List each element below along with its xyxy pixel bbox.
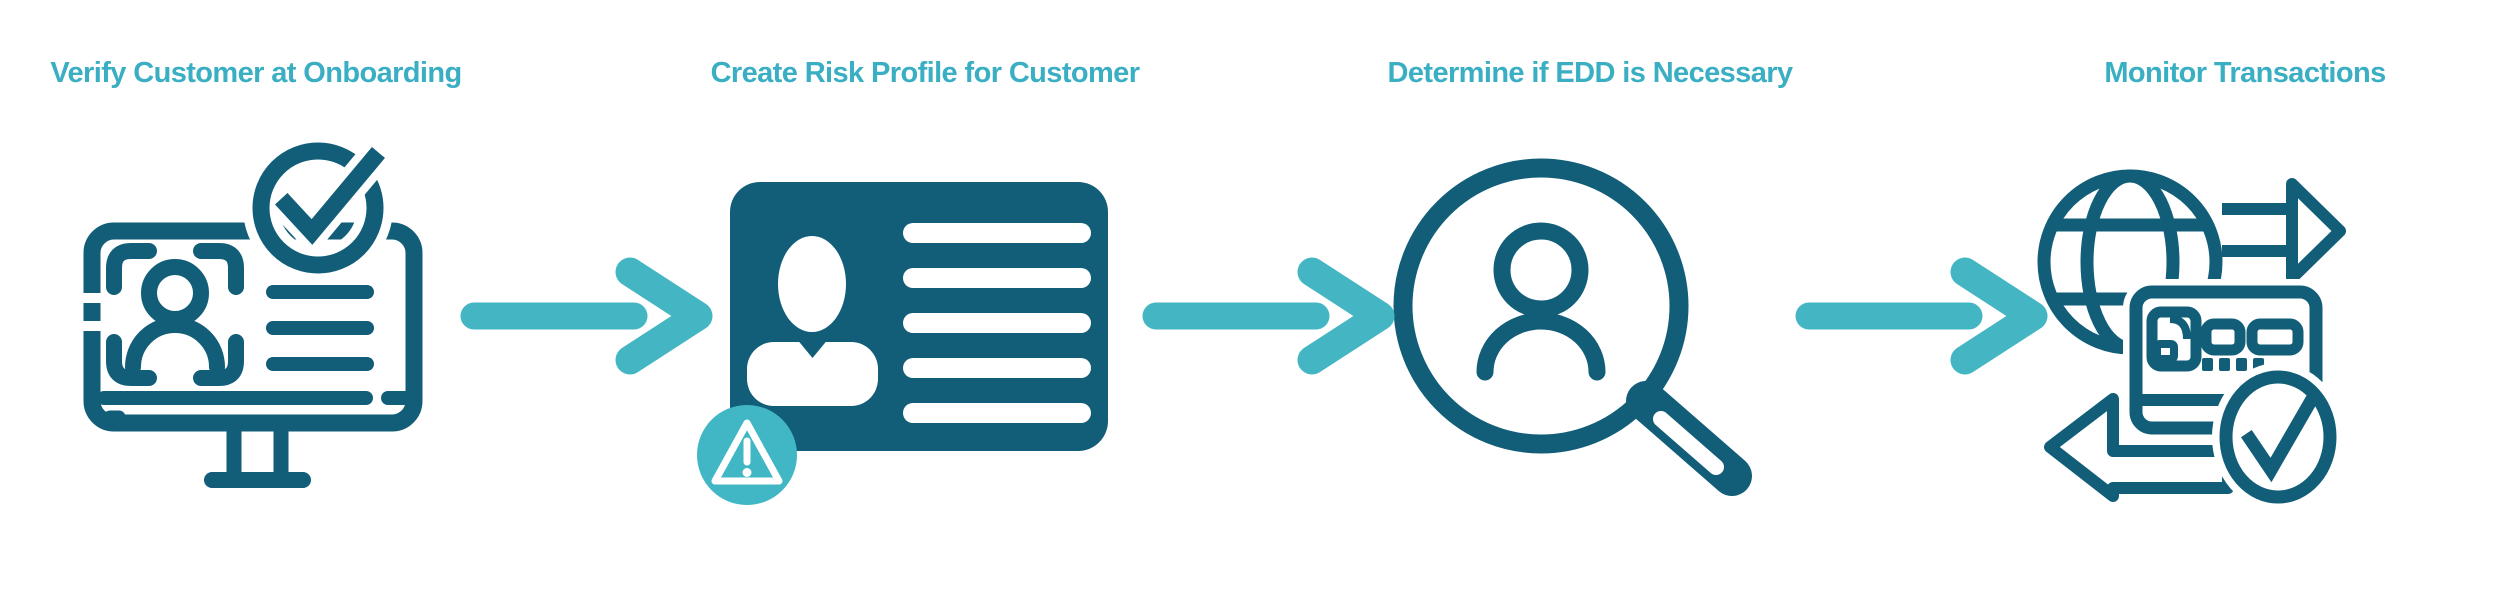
monitor-identity-verification-icon — [79, 140, 423, 488]
risk-profile-id-card-icon — [697, 182, 1108, 505]
magnifying-glass-customer-icon — [1393, 158, 1752, 496]
flow-arrow-right-icon — [1795, 257, 2048, 375]
step-title-edd-necessary: Determine if EDD is Necessary — [1387, 57, 1794, 89]
step-title-monitor-transactions: Monitor Transactions — [2104, 57, 2386, 89]
flow-arrow-right-icon — [1142, 257, 1395, 375]
global-card-transactions-icon — [2037, 169, 2346, 510]
flow-arrow-right-icon — [460, 257, 713, 375]
step-title-verify-customer: Verify Customer at Onboarding — [50, 57, 462, 89]
step-title-risk-profile: Create Risk Profile for Customer — [710, 57, 1140, 89]
